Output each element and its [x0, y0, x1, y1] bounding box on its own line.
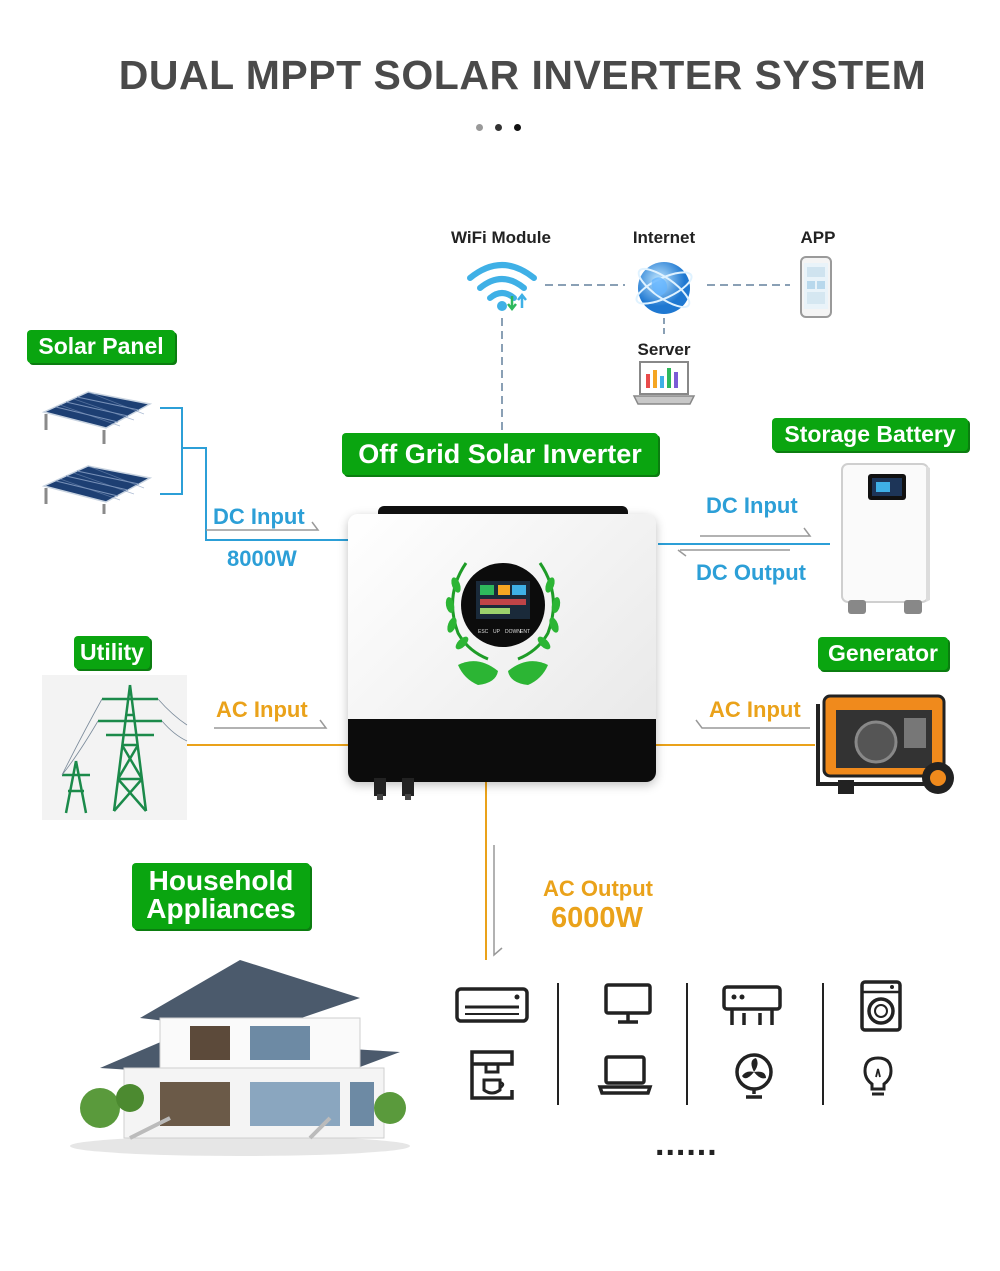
pager-dot-3[interactable]: [514, 124, 521, 131]
washing-machine-icon: [860, 980, 902, 1032]
appliance-divider-1: [557, 983, 559, 1105]
laptop-server-icon: [632, 361, 696, 405]
power-tower-icon: [42, 675, 188, 820]
solar-panel-icon: [41, 391, 153, 514]
svg-text:ESC: ESC: [478, 629, 489, 635]
fan-icon: [735, 1053, 773, 1099]
ac-output-label: AC Output: [543, 876, 653, 901]
internet-label: Internet: [632, 228, 696, 247]
household-appliances-label: Household Appliances: [132, 863, 310, 929]
air-conditioner-icon: [455, 987, 529, 1023]
appliance-divider-3: [822, 983, 824, 1105]
battery-dc-input-arrow: [700, 527, 812, 537]
inverter-connectors-icon: [374, 778, 414, 800]
more-appliances-indicator: ......: [655, 1125, 718, 1163]
house-icon: [70, 960, 410, 1156]
ac-output-arrow: [493, 845, 503, 957]
solar-panel-bottom: [41, 465, 153, 514]
generator-ac-arrow: [695, 719, 810, 729]
laptop-icon: [597, 1055, 653, 1095]
utility-label: Utility: [74, 636, 150, 669]
wifi-icon: [467, 262, 537, 312]
solar-bracket: [160, 407, 183, 495]
page-title: DUAL MPPT SOLAR INVERTER SYSTEM: [118, 52, 927, 98]
solar-dc-line: [182, 447, 348, 541]
battery-dc-input-label: DC Input: [706, 493, 798, 518]
ac-output-power-label: 6000W: [551, 902, 643, 934]
solar-power-label: 8000W: [227, 546, 297, 571]
coffee-maker-icon: [470, 1050, 514, 1100]
solar-dc-input-label: DC Input: [213, 504, 305, 529]
server-label: Server: [637, 340, 691, 359]
inverter-label: Off Grid Solar Inverter: [342, 433, 658, 475]
app-label: APP: [800, 228, 836, 247]
generator-icon: [816, 694, 954, 794]
pager-dots: [476, 124, 526, 132]
solar-panel-label: Solar Panel: [27, 330, 175, 363]
household-label-line1: Household: [148, 865, 294, 896]
solar-panel-top: [41, 391, 153, 444]
utility-ac-input-label: AC Input: [216, 697, 308, 722]
pager-dot-1[interactable]: [476, 124, 483, 131]
svg-text:ENT: ENT: [520, 629, 530, 635]
heater-icon: [722, 985, 782, 1025]
utility-ac-arrow: [214, 719, 328, 729]
battery-dc-output-label: DC Output: [696, 560, 806, 585]
light-bulb-icon: [863, 1056, 893, 1096]
svg-text:DOWN: DOWN: [505, 629, 521, 635]
monitor-icon: [604, 983, 652, 1024]
globe-icon: [635, 262, 693, 314]
smartphone-icon: [800, 256, 832, 318]
solar-dc-arrow: [206, 521, 320, 531]
generator-label: Generator: [818, 637, 948, 670]
pager-dot-2[interactable]: [495, 124, 502, 131]
appliance-divider-2: [686, 983, 688, 1105]
storage-battery-label: Storage Battery: [772, 418, 968, 451]
inverter-unit: [348, 514, 656, 782]
wifi-module-label: WiFi Module: [451, 228, 551, 247]
storage-battery-icon: [841, 463, 930, 614]
household-label-line2: Appliances: [146, 893, 296, 924]
svg-text:UP: UP: [493, 629, 501, 635]
generator-ac-input-label: AC Input: [709, 697, 801, 722]
